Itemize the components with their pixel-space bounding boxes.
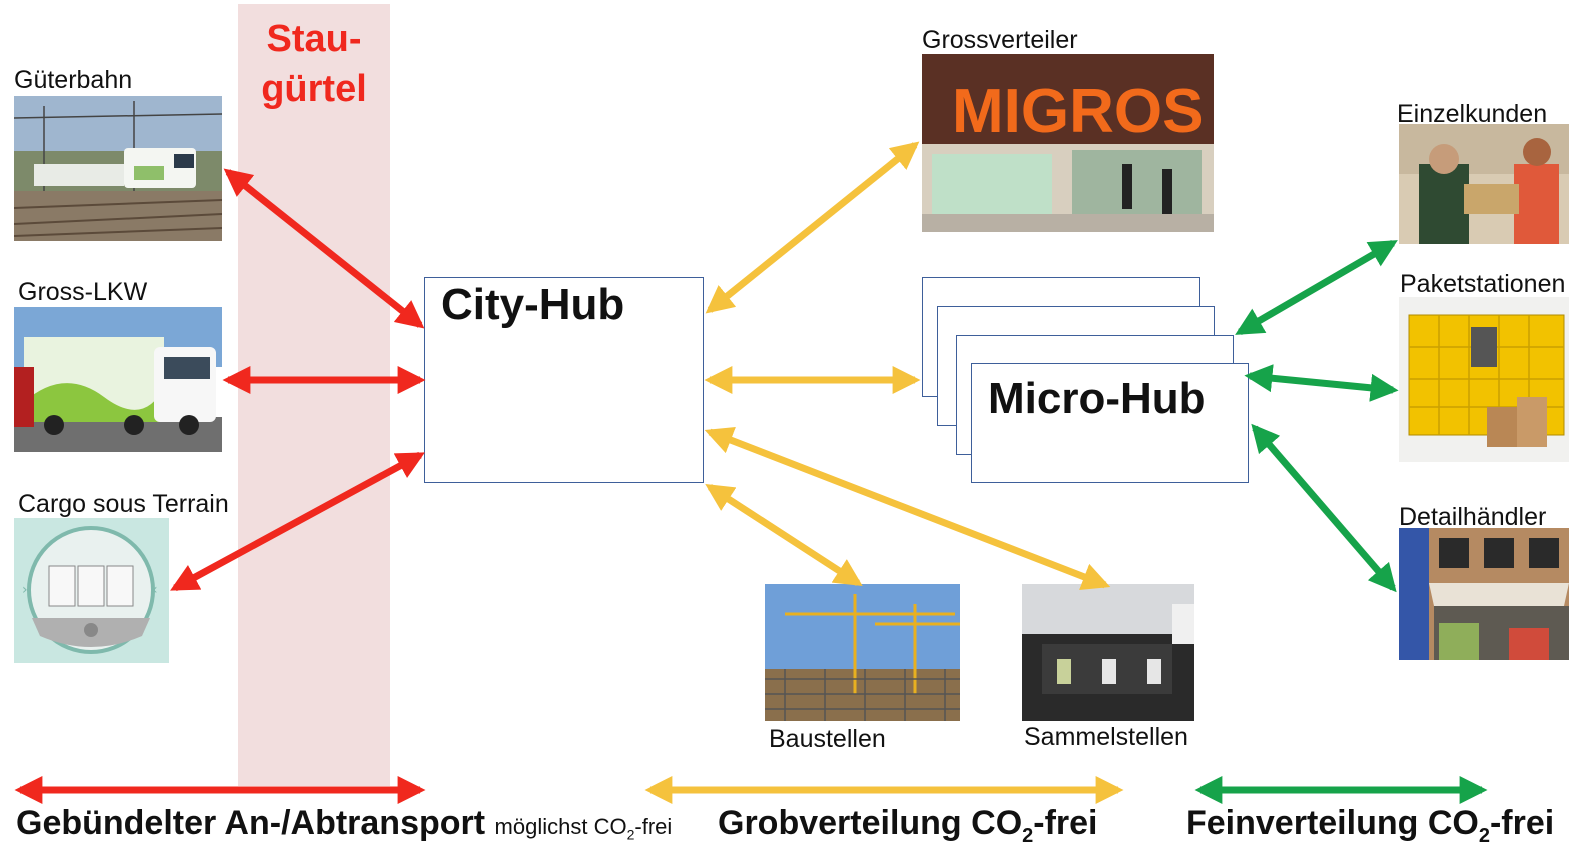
bundled-transport-title: Gebündelter An-/Abtransport	[16, 804, 486, 842]
microhub-to-individual-arrow	[1235, 239, 1398, 336]
truck-image	[14, 307, 222, 452]
congestion-belt-band	[238, 4, 390, 786]
bundled-transport-label: Gebündelter An-/Abtransport möglichst CO…	[16, 804, 672, 843]
microhub-to-parcel-arrow	[1244, 364, 1399, 402]
shopfront-image	[1399, 528, 1569, 660]
rail-label: Güterbahn	[14, 66, 133, 94]
city-hub-box: City-Hub	[424, 277, 704, 483]
parcel-stations-label: Paketstationen	[1400, 270, 1566, 298]
cityhub-to-construction-arrow	[705, 483, 863, 587]
micro-hub-title: Micro-Hub	[988, 374, 1206, 423]
collection-label: Sammelstellen	[1024, 723, 1188, 751]
coarse-distribution-label: Grobverteilung CO2-frei	[718, 804, 1098, 847]
collection-point-image	[1022, 584, 1194, 721]
freight-train-image	[14, 96, 222, 241]
parcel-locker-image	[1399, 297, 1569, 462]
construction-site-image	[765, 584, 960, 721]
cityhub-to-wholesale-arrow	[705, 141, 920, 314]
belt-label-line2: gürtel	[261, 68, 367, 110]
construction-label: Baustellen	[769, 725, 886, 753]
fine-distribution-label: Feinverteilung CO2-frei	[1186, 804, 1555, 847]
delivery-handover-image	[1399, 124, 1569, 244]
individual-customers-label: Einzelkunden	[1397, 100, 1548, 128]
bundled-transport-note: möglichst CO2-frei	[494, 814, 673, 843]
cargo-to-cityhub-arrow	[170, 451, 425, 592]
belt-label-line1: Stau-	[266, 18, 362, 60]
city-hub-title: City-Hub	[441, 280, 625, 329]
svg-text:›: ›	[22, 582, 28, 598]
congestion-belt-label: Stau- gürtel	[238, 14, 390, 114]
rail-to-cityhub-arrow	[223, 168, 425, 329]
microhub-to-retail-arrow	[1251, 423, 1397, 593]
svg-text:‹: ‹	[152, 582, 158, 598]
supermarket-image: MIGROS	[922, 54, 1214, 232]
underground-cargo-image: › ‹	[14, 518, 169, 663]
truck-label: Gross-LKW	[18, 278, 148, 306]
retailer-label: Detailhändler	[1399, 503, 1547, 531]
cityhub-to-collection-arrow	[704, 427, 1111, 590]
wholesale-label: Grossverteiler	[922, 26, 1078, 54]
supermarket-sign: MIGROS	[952, 77, 1203, 146]
